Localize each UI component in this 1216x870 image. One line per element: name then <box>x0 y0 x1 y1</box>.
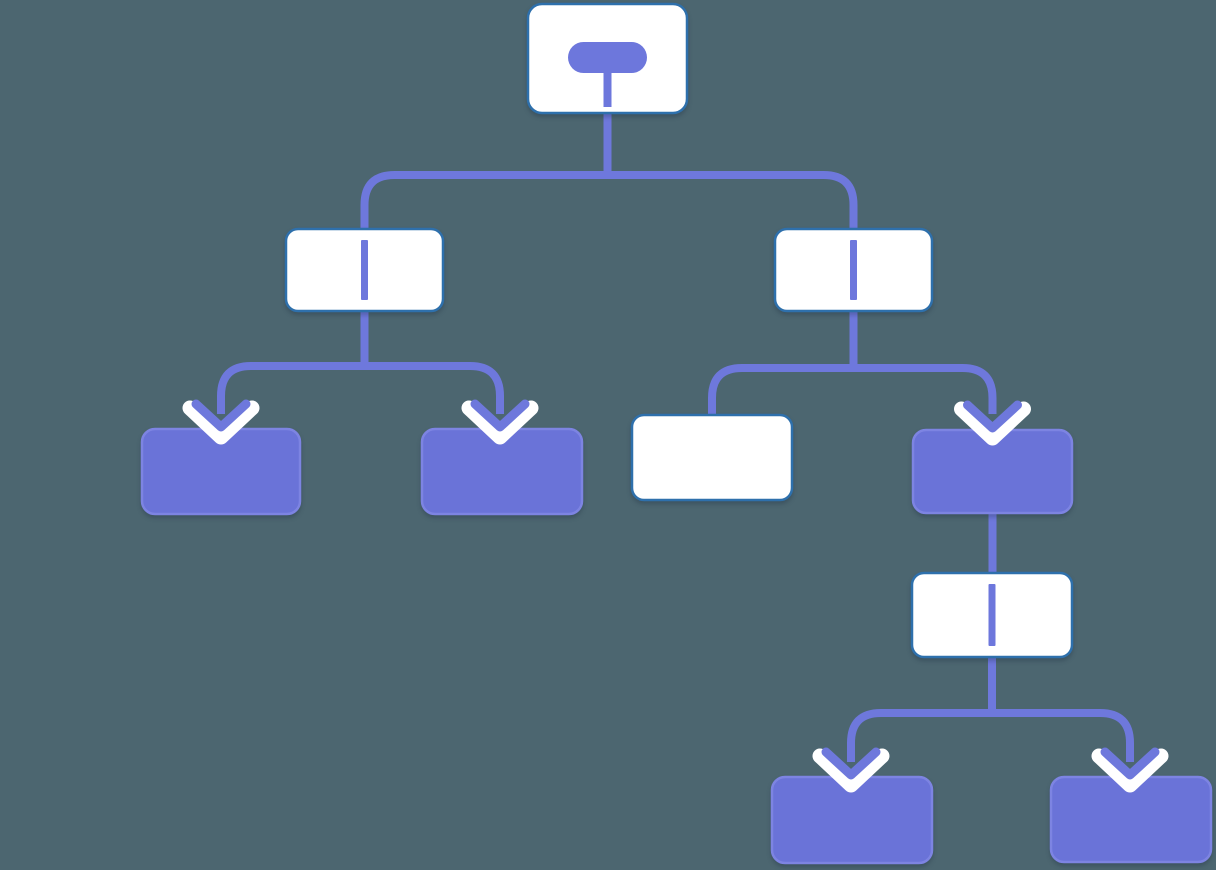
arrowhead-chevron-icon <box>470 399 530 432</box>
arrowhead-chevron-icon <box>1100 747 1160 780</box>
arrowhead <box>812 747 890 793</box>
root-pill-icon <box>568 42 647 73</box>
arrowhead-chevron-icon <box>191 399 251 432</box>
edge-bottom-bus <box>847 709 1134 762</box>
arrowhead-chevron-icon <box>821 747 881 780</box>
arrowhead <box>182 399 260 445</box>
arrowhead-chevron-icon <box>963 400 1022 433</box>
root-stem-icon <box>603 62 612 107</box>
arrowhead <box>1091 747 1169 793</box>
arrowhead-casing <box>182 400 260 445</box>
node-child-plain[interactable] <box>630 413 794 502</box>
pass-through-line <box>850 240 857 300</box>
edge-level1-bus <box>360 171 858 229</box>
arrowhead-casing <box>954 401 1031 446</box>
arrowhead-casing <box>1091 748 1169 793</box>
edge-right-bus <box>708 364 997 415</box>
arrowhead <box>954 400 1031 446</box>
arrowhead-casing <box>461 400 539 445</box>
pass-through-line <box>988 584 996 646</box>
arrowhead-casing <box>812 748 890 793</box>
arrowhead <box>461 399 539 445</box>
edge-left-bus <box>217 362 504 414</box>
pass-through-line <box>361 240 368 300</box>
